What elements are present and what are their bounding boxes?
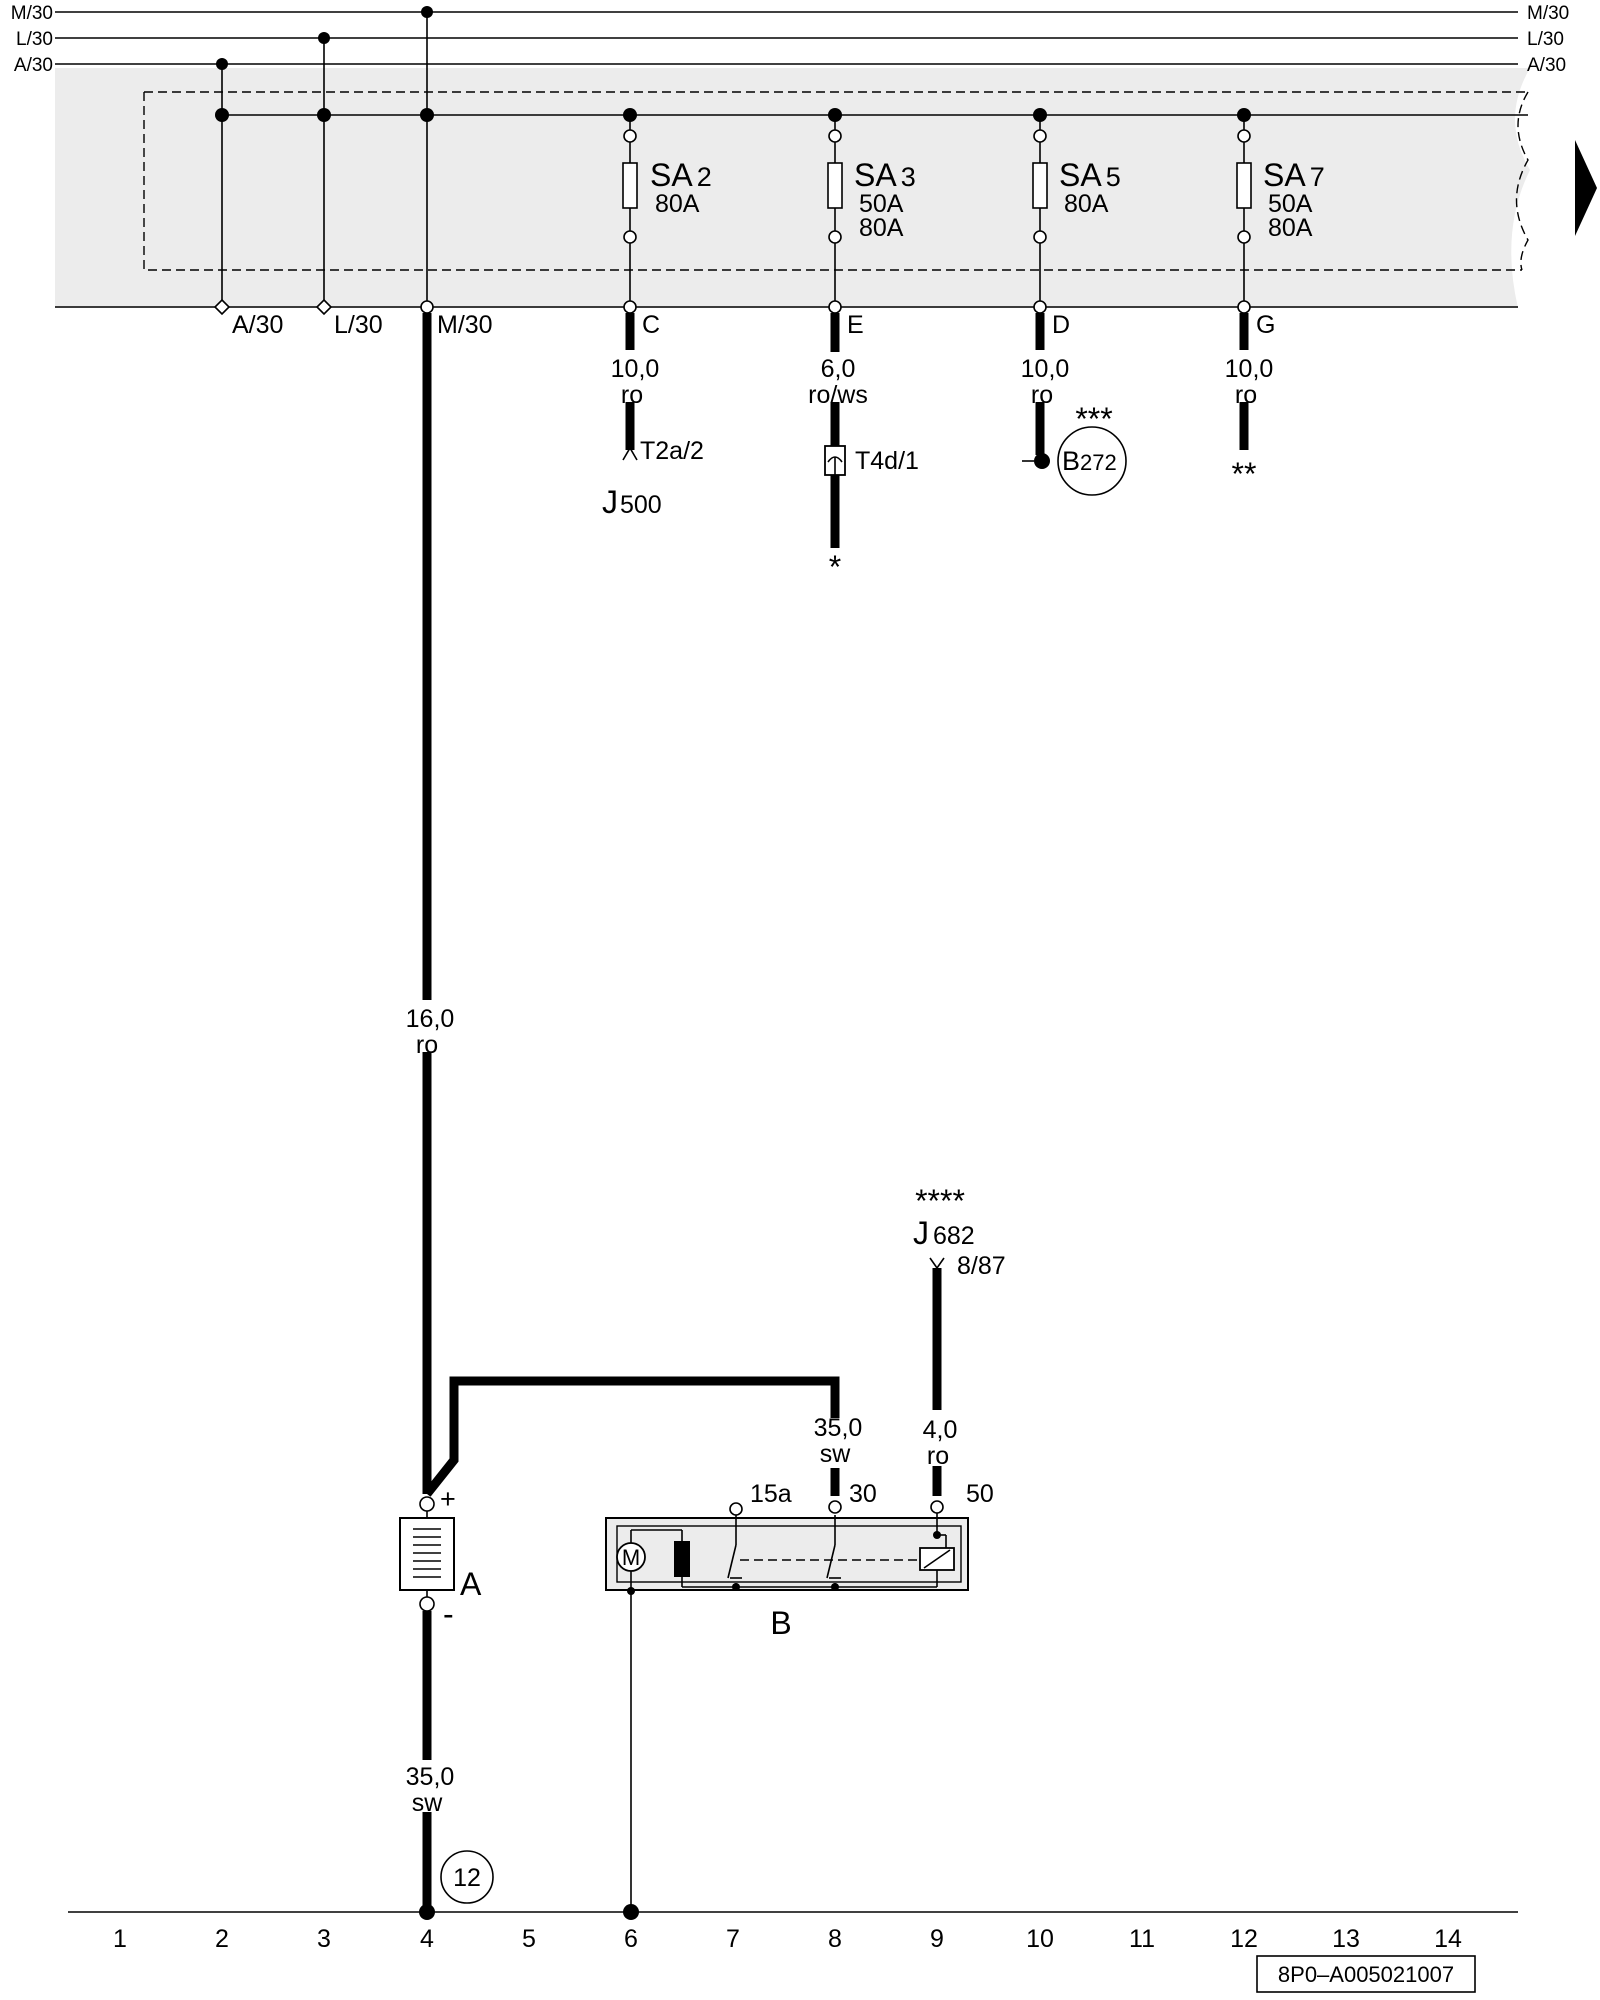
rail-drops [213, 6, 1528, 316]
grid-number: 7 [726, 1925, 740, 1953]
battery-symbol [399, 1496, 455, 1612]
component-j500: J500 [602, 484, 662, 520]
wire-d-size: 10,0 [1021, 355, 1070, 383]
pin-e: E [847, 311, 864, 339]
connector-t4d-label: T4d/1 [855, 447, 919, 475]
grid-number: 14 [1434, 1925, 1462, 1953]
rail-label-l30-left: L/30 [16, 29, 53, 50]
wire-ground-color: sw [412, 1789, 444, 1817]
grid-number: 4 [420, 1925, 434, 1953]
grid-number: 6 [624, 1925, 638, 1953]
fuse-box-dashed-outline [143, 91, 1528, 271]
wire-starter-30-size: 35,0 [814, 1414, 863, 1442]
grid-number: 12 [1230, 1925, 1258, 1953]
wire-e-size: 6,0 [821, 355, 856, 383]
wire-starter-30 [423, 1376, 840, 1497]
wire-main-size: 16,0 [406, 1005, 455, 1033]
wire-c-color: ro [621, 381, 643, 409]
fuse-sa5 [1032, 108, 1048, 314]
battery-label: A [460, 1566, 482, 1602]
pin-m30: M/30 [437, 311, 493, 339]
grid-number: 1 [113, 1925, 127, 1953]
starter-pin-50: 50 [966, 1480, 994, 1508]
rail-label-a30-right: A/30 [1527, 55, 1566, 76]
grid-number: 13 [1332, 1925, 1360, 1953]
wire-starter-50-color: ro [927, 1442, 949, 1470]
fuse-box-background [55, 68, 1530, 308]
connector-t2a-label: T2a/2 [640, 437, 704, 465]
connector-j682-symbol [929, 1257, 945, 1270]
starter-label: B [770, 1605, 791, 1641]
fuse-sa3 [827, 108, 843, 314]
wire-c-size: 10,0 [611, 355, 660, 383]
note-stars-g: ** [1232, 456, 1257, 492]
rail-label-m30-right: M/30 [1527, 3, 1569, 24]
fuse-sa3-rating-2: 80A [859, 214, 904, 242]
wire-starter-50-size: 4,0 [923, 1416, 958, 1444]
starter-symbol [605, 1500, 969, 1595]
connector-t2a-symbol [622, 446, 638, 461]
wire-g-size: 10,0 [1225, 355, 1274, 383]
grid-number: 3 [317, 1925, 331, 1953]
connector-j682-pin: 8/87 [957, 1252, 1006, 1280]
fuse-sa7 [1236, 108, 1252, 314]
note-stars-j682: **** [915, 1183, 965, 1219]
ground-bus-junction-6 [623, 1904, 639, 1920]
ground-point-circle [440, 1850, 494, 1904]
grid-number: 10 [1026, 1925, 1054, 1953]
pin-c: C [642, 311, 660, 339]
b272-label: B272 [1062, 446, 1117, 476]
pin-d: D [1052, 311, 1070, 339]
fuse-sa7-rating-1: 50A [1268, 190, 1313, 218]
b272-circle [1057, 426, 1127, 496]
note-stars-d: *** [1075, 401, 1112, 437]
ground-bus-junction-4 [419, 1904, 435, 1920]
next-page-arrow[interactable] [1575, 140, 1597, 236]
grid-number: 11 [1129, 1925, 1155, 1953]
grid-number: 2 [215, 1925, 229, 1953]
connector-t4d-symbol [824, 445, 846, 476]
battery-plus: + [440, 1484, 456, 1514]
battery-minus: - [443, 1596, 454, 1632]
rail-label-a30-left: A/30 [14, 55, 53, 76]
fuse-box-torn-edge [1515, 91, 1529, 271]
grid-number: 8 [828, 1925, 842, 1953]
b272-junction [1034, 453, 1050, 469]
starter-motor-label: M [622, 1545, 640, 1570]
doc-id-box [1256, 1955, 1476, 1993]
wire-starter-30-color: sw [820, 1440, 852, 1468]
fuse-sa2-rating: 80A [655, 190, 700, 218]
grid-number: 5 [522, 1925, 536, 1953]
wire-ground-size: 35,0 [406, 1763, 455, 1791]
rail-label-l30-right: L/30 [1527, 29, 1564, 50]
grid-numbers: 1 2 3 4 5 6 7 8 9 10 11 12 13 14 [113, 1925, 1462, 1953]
doc-id: 8P0–A005021007 [1278, 1962, 1454, 1987]
fuse-sa3-rating-1: 50A [859, 190, 904, 218]
wire-g-color: ro [1235, 381, 1257, 409]
note-star-e: * [829, 549, 841, 585]
pin-g: G [1256, 311, 1275, 339]
rail-label-m30-left: M/30 [11, 3, 53, 24]
wire-e-color: ro/ws [808, 381, 868, 409]
starter-pin-30: 30 [849, 1480, 877, 1508]
grid-number: 9 [930, 1925, 944, 1953]
ground-point-label: 12 [453, 1864, 481, 1892]
pin-a30: A/30 [232, 311, 283, 339]
wire-d-color: ro [1031, 381, 1053, 409]
wire-main-color: ro [416, 1031, 438, 1059]
pin-l30: L/30 [334, 311, 383, 339]
starter-pin-15a: 15a [750, 1480, 792, 1508]
fuse-sa7-rating-2: 80A [1268, 214, 1313, 242]
fuse-sa5-rating: 80A [1064, 190, 1109, 218]
